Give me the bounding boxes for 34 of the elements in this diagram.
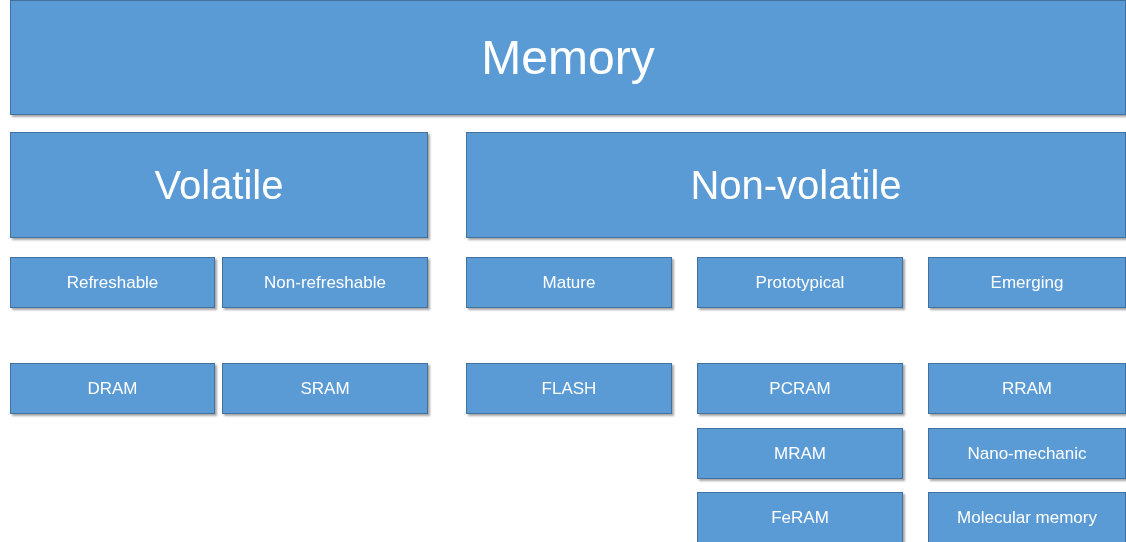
category-box	[10, 132, 428, 238]
category-label: Non-volatile	[690, 162, 902, 208]
category-label: Memory	[481, 30, 655, 85]
category-label: FeRAM	[771, 508, 829, 528]
category-label: PCRAM	[769, 378, 831, 399]
category-label: Molecular memory	[957, 508, 1097, 528]
category-box	[222, 257, 428, 308]
category-label: Refreshable	[66, 272, 159, 293]
category-label: Volatile	[154, 162, 284, 208]
category-box	[10, 363, 215, 414]
category-box	[10, 0, 1126, 115]
category-box	[928, 492, 1126, 542]
category-box	[466, 363, 672, 414]
category-box	[928, 363, 1126, 414]
category-label: Non-refreshable	[264, 272, 386, 293]
category-box	[466, 257, 672, 308]
category-label: Nano-mechanic	[967, 443, 1087, 464]
category-label: FLASH	[541, 378, 597, 399]
category-label: RRAM	[1001, 378, 1053, 399]
category-box	[928, 257, 1126, 308]
category-label: SRAM	[300, 378, 350, 399]
category-box	[697, 363, 903, 414]
category-box	[10, 257, 215, 308]
category-label: Emerging	[990, 272, 1064, 293]
category-box	[697, 428, 903, 479]
category-box	[466, 132, 1126, 238]
category-box	[222, 363, 428, 414]
category-box	[697, 492, 903, 542]
category-label: MRAM	[774, 443, 826, 464]
category-box	[928, 428, 1126, 479]
category-label: Prototypical	[755, 272, 845, 293]
category-label: Mature	[542, 272, 596, 293]
category-label: DRAM	[87, 378, 138, 399]
category-box	[697, 257, 903, 308]
